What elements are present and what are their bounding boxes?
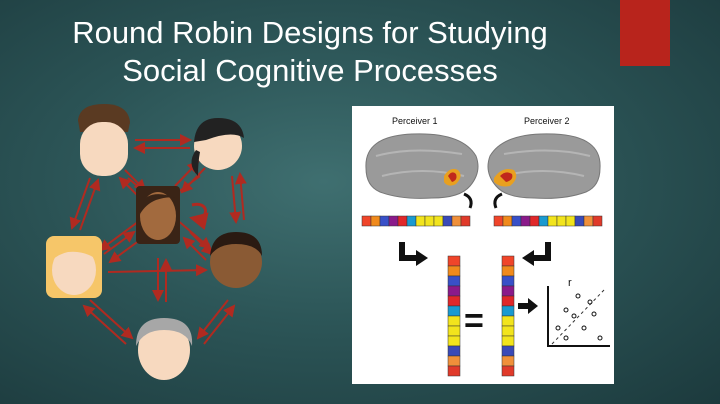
bent-arrow-right [532,242,548,258]
voxel-cell [443,216,452,226]
voxel-cell [502,266,514,276]
voxel-cell [502,276,514,286]
voxel-cell [448,256,460,266]
man-gray-hair-face [136,318,192,380]
voxel-cell [575,216,584,226]
voxel-cell [503,216,512,226]
arrow-left-brain [464,194,471,208]
title-line-1: Round Robin Designs for Studying [20,14,600,52]
voxel-bar-left [362,216,470,226]
slide-title: Round Robin Designs for Studying Social … [20,14,600,90]
voxel-cell [502,366,514,376]
voxel-cell [593,216,602,226]
self-perception-arrow [192,204,206,218]
voxel-cell [502,286,514,296]
voxel-cell [584,216,593,226]
voxel-cell [448,286,460,296]
voxel-cell [448,306,460,316]
voxel-cell [502,346,514,356]
voxel-cell [448,316,460,326]
arrow-right-brain [495,194,502,208]
voxel-cell [448,276,460,286]
title-line-2: Social Cognitive Processes [20,52,600,90]
voxel-cell [416,216,425,226]
voxel-cell [530,216,539,226]
voxel-cell [448,266,460,276]
voxel-cell [452,216,461,226]
voxel-cell [448,366,460,376]
voxel-cell [448,356,460,366]
scatter-plot: r [548,277,610,346]
woman-black-ponytail-face [191,118,244,176]
voxel-cell [502,336,514,346]
voxel-cell [448,336,460,346]
voxel-cell [425,216,434,226]
figure-graphic: Perceiver 1 Perceiver 2 [352,106,614,384]
voxel-cell [512,216,521,226]
man-brown-hair-face [78,104,130,176]
voxel-cell [502,306,514,316]
brain-right [488,134,600,199]
voxel-cell [398,216,407,226]
voxel-cell [502,356,514,366]
voxel-cell [548,216,557,226]
voxel-cell [371,216,380,226]
voxel-column-left [448,256,460,376]
bent-arrow-left [402,242,418,258]
voxel-column-right [502,256,514,376]
voxel-cell [434,216,443,226]
voxel-bar-right [494,216,602,226]
voxel-cell [407,216,416,226]
voxel-cell [448,296,460,306]
brain-left [366,134,478,199]
accent-bar [620,0,670,66]
voxel-cell [502,256,514,266]
voxel-cell [539,216,548,226]
man-dark-skin-face [210,232,262,288]
round-robin-network [0,100,340,404]
brain-correlation-figure: Perceiver 1 Perceiver 2 [352,106,614,384]
voxel-cell [461,216,470,226]
perceiver-1-label: Perceiver 1 [392,116,438,126]
voxel-cell [362,216,371,226]
scatter-points [556,294,602,340]
woman-blonde-face [46,236,102,298]
equals-sign: = [464,302,484,340]
voxel-cell [448,346,460,356]
voxel-cell [557,216,566,226]
voxel-cell [502,296,514,306]
voxel-cell [448,326,460,336]
r-label: r [568,277,572,289]
woman-center-face [136,186,180,244]
voxel-cell [502,326,514,336]
voxel-cell [380,216,389,226]
voxel-cell [502,316,514,326]
perceiver-2-label: Perceiver 2 [524,116,570,126]
voxel-cell [521,216,530,226]
voxel-cell [389,216,398,226]
voxel-cell [566,216,575,226]
voxel-cell [494,216,503,226]
